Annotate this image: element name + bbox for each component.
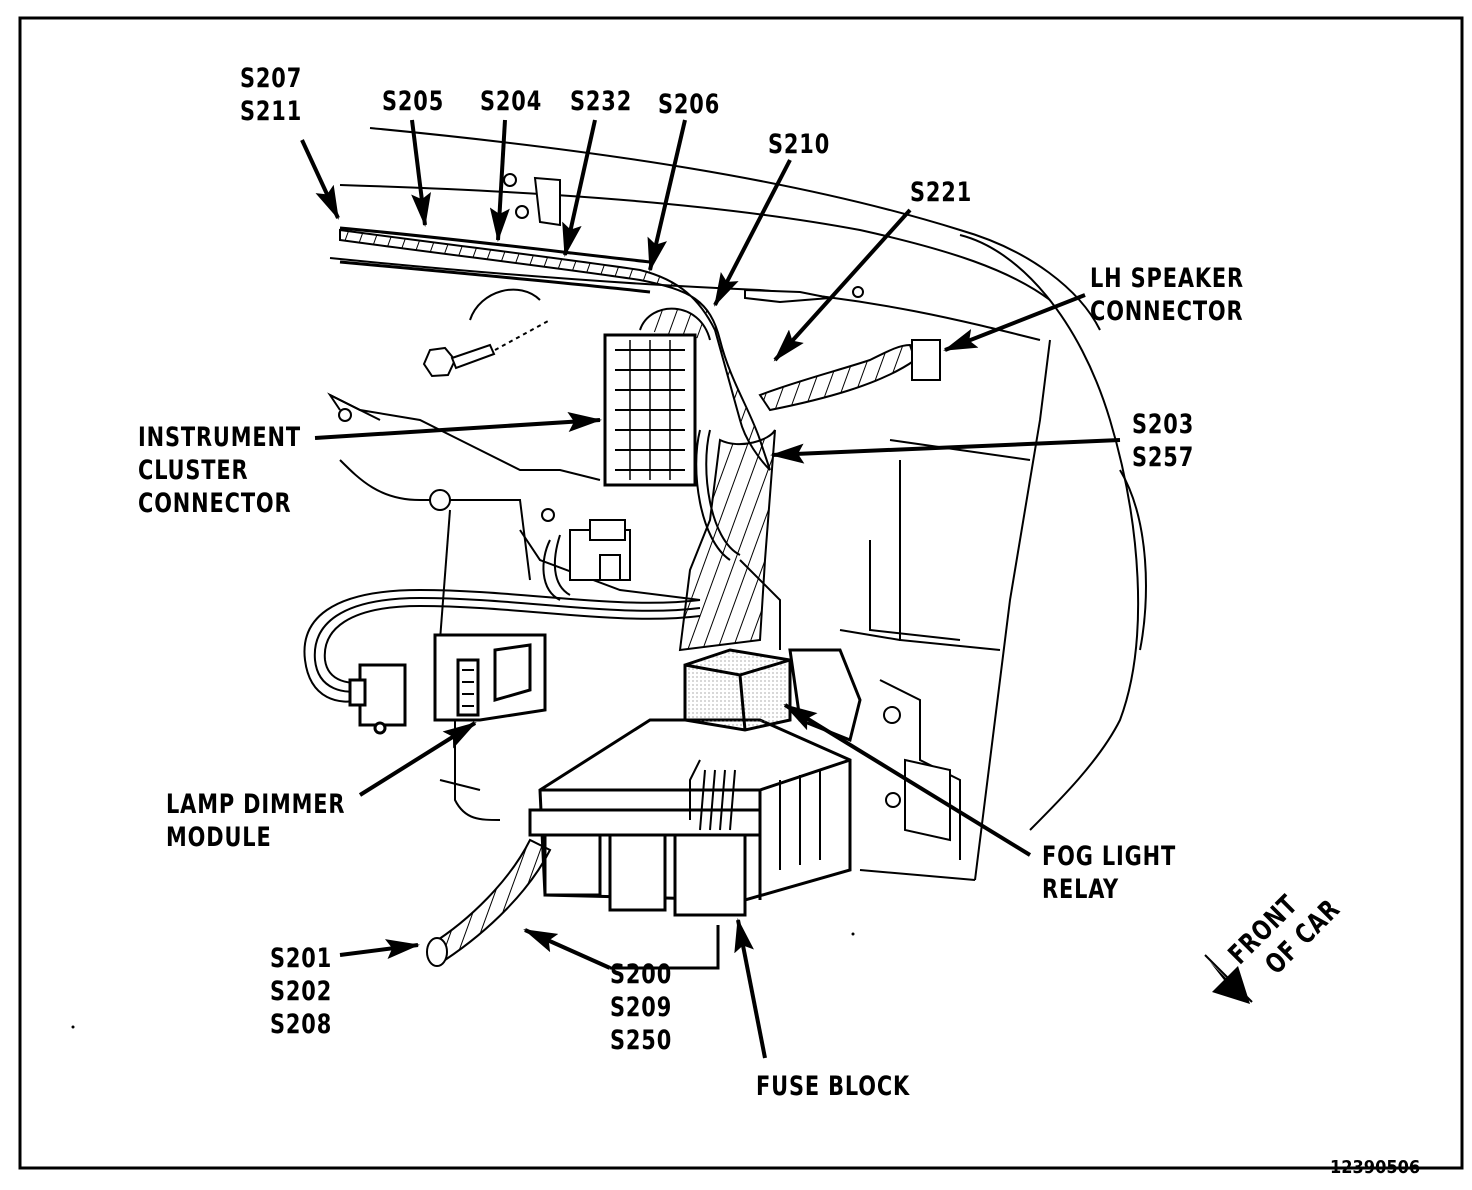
label-s203-s257: S203 S257	[1132, 409, 1195, 473]
label-lh-speaker-connector: LH SPEAKER CONNECTOR	[1090, 263, 1245, 327]
label-s207-s211: S207 S211	[240, 63, 303, 127]
speaker-harness	[758, 343, 917, 412]
label-s201-s202-s208: S201 S202 S208	[270, 943, 333, 1040]
label-s204: S204	[480, 86, 543, 117]
arrow-s221	[773, 208, 912, 362]
fuse-block-drawing	[528, 718, 852, 917]
s200-bracket	[523, 925, 720, 970]
arrow-s210	[713, 159, 792, 307]
label-fuse-block: FUSE BLOCK	[756, 1071, 911, 1102]
arrow-s206	[647, 119, 687, 272]
label-s200-s209-s250: S200 S209 S250	[610, 959, 673, 1056]
arrow-fuse-block	[734, 918, 767, 1059]
arrow-s201	[339, 939, 420, 959]
label-s205: S205	[382, 86, 445, 117]
figure-number: 12390506	[1330, 1157, 1421, 1178]
arrow-s205	[410, 119, 431, 227]
label-s206: S206	[658, 89, 721, 120]
arrow-s204	[489, 119, 510, 242]
center-harness	[678, 429, 776, 652]
leader-arrows	[300, 119, 1121, 1059]
arrow-s207	[300, 139, 340, 220]
dash-panel	[327, 127, 1147, 881]
arrow-s232	[562, 119, 597, 257]
small-connector-drawing	[569, 519, 631, 581]
label-s210: S210	[768, 129, 831, 160]
lamp-dimmer-module-drawing	[348, 633, 547, 735]
dimmer-wires	[303, 429, 741, 703]
bolt-drawing	[422, 319, 551, 378]
label-s232: S232	[570, 86, 633, 117]
instrument-cluster-connector-drawing	[603, 307, 711, 487]
page-border	[18, 16, 1464, 1170]
label-s221: S221	[910, 177, 973, 208]
label-fog-light-relay: FOG LIGHT RELAY	[1042, 841, 1177, 905]
arrow-instrument-cluster	[314, 412, 602, 440]
arrow-fog-light	[783, 703, 1032, 857]
label-lamp-dimmer-module: LAMP DIMMER MODULE	[166, 789, 346, 853]
front-of-car-arrow	[1204, 954, 1253, 1004]
arrow-lamp-dimmer	[358, 721, 477, 797]
arrow-lh-speaker	[943, 293, 1086, 352]
dash-details	[338, 173, 951, 842]
label-instrument-cluster-connector: INSTRUMENT CLUSTER CONNECTOR	[138, 422, 302, 519]
lower-harness	[428, 838, 552, 962]
arrow-s203	[770, 438, 1121, 464]
